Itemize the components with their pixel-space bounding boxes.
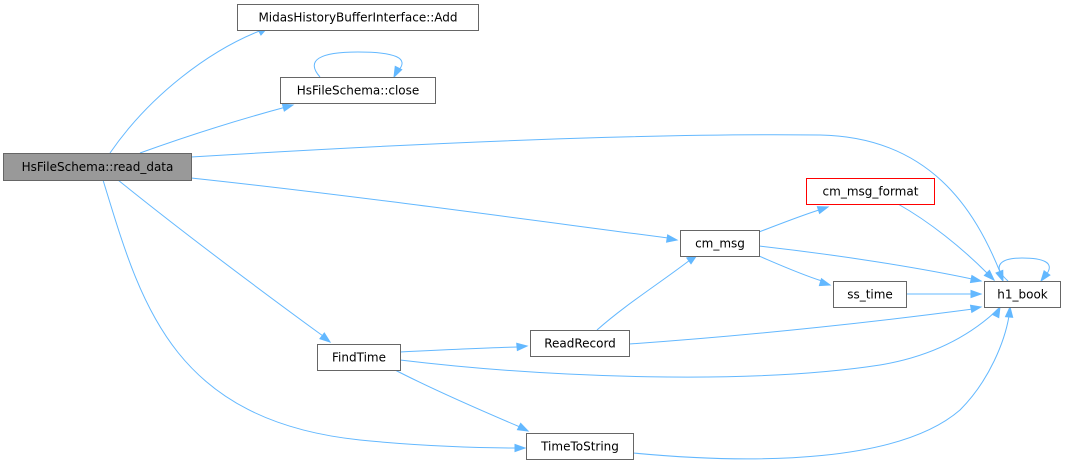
node-label: ReadRecord xyxy=(544,337,616,351)
node-cm-msg-format[interactable]: cm_msg_format xyxy=(806,178,935,205)
edge-line xyxy=(399,346,519,353)
edge-arrowhead xyxy=(1040,270,1051,283)
node-h1-book[interactable]: h1_book xyxy=(984,281,1061,308)
edge-arrowhead xyxy=(983,269,996,282)
edge-line xyxy=(998,257,1050,282)
node-add[interactable]: MidasHistoryBufferInterface::Add xyxy=(237,4,479,31)
node-close[interactable]: HsFileSchema::close xyxy=(280,77,436,104)
node-read-record[interactable]: ReadRecord xyxy=(530,330,630,357)
node-label: HsFileSchema::read_data xyxy=(22,160,174,174)
edge-cm-msg-to-ss-time xyxy=(758,255,832,287)
edge-read-data-to-close xyxy=(139,103,295,154)
edge-arrowhead xyxy=(969,304,983,314)
node-box xyxy=(3,153,192,181)
node-read-data[interactable]: HsFileSchema::read_data xyxy=(3,153,192,181)
edge-close-to-close xyxy=(313,51,403,79)
edge-line xyxy=(102,179,517,449)
edge-read-record-to-cm-msg xyxy=(596,254,699,331)
edge-line xyxy=(758,245,973,280)
edge-arrowhead xyxy=(281,103,295,112)
node-box xyxy=(984,281,1061,308)
edge-find-time-to-read-record xyxy=(399,342,529,353)
edge-line xyxy=(399,312,995,378)
edge-line xyxy=(190,177,669,239)
node-find-time[interactable]: FindTime xyxy=(317,344,401,371)
edge-arrowhead xyxy=(319,332,332,343)
node-box xyxy=(680,230,760,257)
edge-line xyxy=(632,315,1010,460)
edge-line xyxy=(628,308,974,345)
edge-arrowhead xyxy=(995,269,1004,283)
edge-find-time-to-time-to-string xyxy=(394,369,530,432)
edge-arrowhead xyxy=(514,443,527,453)
edge-find-time-to-h1-book xyxy=(399,305,1001,378)
edge-line xyxy=(190,134,1001,273)
edge-arrowhead xyxy=(991,305,1001,319)
edge-cm-msg-to-cm-msg-format xyxy=(758,206,830,233)
edge-h1-book-to-h1-book xyxy=(998,257,1051,283)
node-label: cm_msg_format xyxy=(823,185,919,199)
node-label: cm_msg xyxy=(695,237,745,251)
nodes-layer: HsFileSchema::read_data MidasHistoryBuffe… xyxy=(3,4,1061,460)
node-box xyxy=(806,178,935,205)
edge-line xyxy=(394,369,521,428)
edge-line xyxy=(313,51,403,78)
node-time-to-string[interactable]: TimeToString xyxy=(526,433,634,460)
edge-line xyxy=(109,29,263,154)
node-label: h1_book xyxy=(997,288,1048,302)
node-label: TimeToString xyxy=(540,440,619,454)
node-box xyxy=(237,4,479,31)
node-box xyxy=(526,433,634,460)
edge-arrowhead xyxy=(665,234,679,243)
edge-cm-msg-format-to-h1-book xyxy=(897,203,996,282)
edge-arrowhead xyxy=(1004,305,1014,318)
node-box xyxy=(833,281,907,308)
node-box xyxy=(317,344,401,371)
edge-line xyxy=(596,259,691,331)
edge-arrowhead xyxy=(393,65,403,79)
node-box xyxy=(530,330,630,357)
edge-read-data-to-h1-book xyxy=(190,134,1004,283)
edge-line xyxy=(758,209,820,233)
edge-time-to-string-to-h1-book xyxy=(632,305,1014,460)
edge-arrowhead xyxy=(969,274,983,284)
node-label: HsFileSchema::close xyxy=(297,84,420,98)
node-label: FindTime xyxy=(332,351,386,365)
edge-cm-msg-to-h1-book xyxy=(758,245,983,284)
edge-line xyxy=(897,203,988,274)
edge-arrowhead xyxy=(816,206,830,215)
edge-ss-time-to-h1-book xyxy=(906,289,983,299)
edge-read-record-to-h1-book xyxy=(628,304,983,345)
edge-line xyxy=(117,179,324,337)
edges-layer xyxy=(102,26,1051,460)
node-ss-time[interactable]: ss_time xyxy=(833,281,907,308)
edge-line xyxy=(139,106,287,154)
edge-arrowhead xyxy=(516,422,530,432)
node-label: ss_time xyxy=(847,288,893,302)
edge-read-data-to-time-to-string xyxy=(102,179,527,453)
node-label: MidasHistoryBufferInterface::Add xyxy=(258,11,457,25)
edge-arrowhead xyxy=(516,342,529,352)
edge-read-data-to-cm-msg xyxy=(190,177,679,243)
node-cm-msg[interactable]: cm_msg xyxy=(680,230,760,257)
node-box xyxy=(280,77,436,104)
edge-read-data-to-find-time xyxy=(117,179,332,343)
edge-arrowhead xyxy=(818,277,832,287)
edge-arrowhead xyxy=(970,289,983,299)
edge-read-data-to-add xyxy=(109,26,270,154)
edge-line xyxy=(758,255,823,282)
